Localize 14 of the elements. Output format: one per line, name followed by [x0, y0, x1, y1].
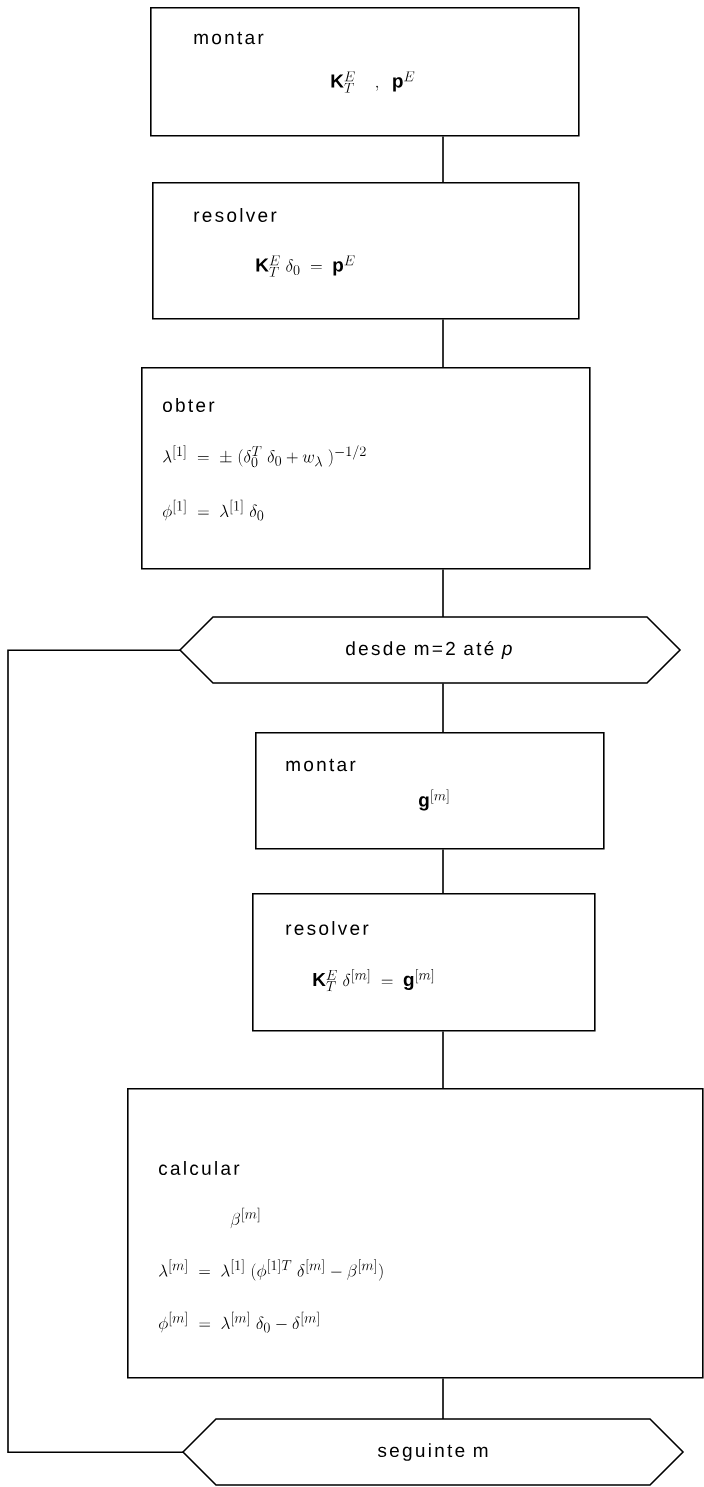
- process-box: montar $\mathbf{g}^{[m]}$: [255, 732, 605, 850]
- connector-line: [442, 318, 444, 368]
- connector-line: [442, 848, 444, 894]
- process-box: resolver $\mathbf{K}^{E}_{T}\;\delta_{0}\;=\;\mathbf{p}^{E}$: [152, 182, 580, 320]
- process-box: calcular $\beta^{[m]}$ $\lambda^{[m]}\;=\;\lambda^{[1]}\;(\phi^{[1]T}\;\delta^{[m]}-\beta^{[m]})$ $\phi^{[m]}\;=\;\lambda^{[m]}\;\delta_{0}-\delta^{[m]}$: [127, 1088, 704, 1379]
- process-box: obter $\lambda^{[1]}\;=\;\pm\;(\delta_{0}^{T}\;\delta_{0}+w_{\lambda}\;)^{-1/2}$ $\phi^{[1]}\;=\;\lambda^{[1]}\;\delta_{0}$: [141, 367, 591, 570]
- connector-line: [442, 1377, 444, 1420]
- process-box: resolver $\mathbf{K}^{E}_{T}\;\delta^{[m]}\;=\;\mathbf{g}^{[m]}$: [252, 893, 596, 1032]
- connector-line: [442, 568, 444, 618]
- process-box: montar $\mathbf{K}^{E}_{T}\quad,\;\; \mathbf{p}^{E}$: [150, 7, 580, 137]
- connector-line: [442, 682, 444, 733]
- connector-line: [442, 1030, 444, 1089]
- connector-line: [7, 649, 184, 1453]
- connector-line: [442, 135, 444, 183]
